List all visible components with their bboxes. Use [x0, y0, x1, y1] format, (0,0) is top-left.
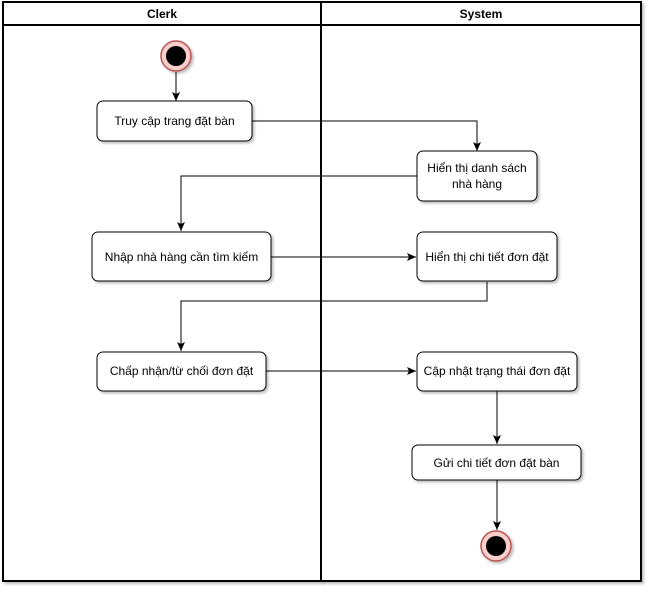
lane-clerk: [2, 1, 322, 582]
action-label: Nhập nhà hàng cần tìm kiếm: [105, 250, 258, 264]
action-node: Gửi chi tiết đơn đặt bàn: [411, 444, 582, 481]
action-node: Hiển thị danh sách nhà hàng: [416, 150, 538, 202]
swimlane-pool: Clerk System: [2, 1, 642, 582]
action-node: Chấp nhận/từ chối đơn đặt: [96, 351, 267, 392]
start-node: [160, 40, 192, 72]
action-label: Cập nhật trạng thái đơn đặt: [424, 364, 571, 378]
action-label: Chấp nhận/từ chối đơn đặt: [110, 364, 254, 378]
action-label: nhà hàng: [452, 177, 502, 191]
lane-title-system: System: [460, 7, 503, 21]
lane-system: [320, 1, 642, 582]
edge-n1-to-n2: [252, 120, 481, 151]
end-node: [480, 530, 512, 562]
action-node: Cập nhật trạng thái đơn đặt: [416, 351, 578, 392]
action-label: Hiển thị danh sách: [427, 161, 526, 175]
lane-title-clerk: Clerk: [147, 7, 177, 21]
action-label: Hiển thị chi tiết đơn đặt: [425, 250, 549, 264]
edges: [172, 72, 501, 530]
edge-n2-to-n3: [177, 175, 417, 231]
action-node: Truy cập trang đặt bàn: [96, 100, 253, 142]
action-node: Hiển thị chi tiết đơn đặt: [416, 231, 558, 282]
action-node: Nhập nhà hàng cần tìm kiếm: [91, 231, 272, 282]
action-label: Gửi chi tiết đơn đặt bàn: [434, 456, 560, 470]
action-label: Truy cập trang đặt bàn: [114, 114, 234, 128]
edge-n4-to-n5: [177, 282, 488, 351]
